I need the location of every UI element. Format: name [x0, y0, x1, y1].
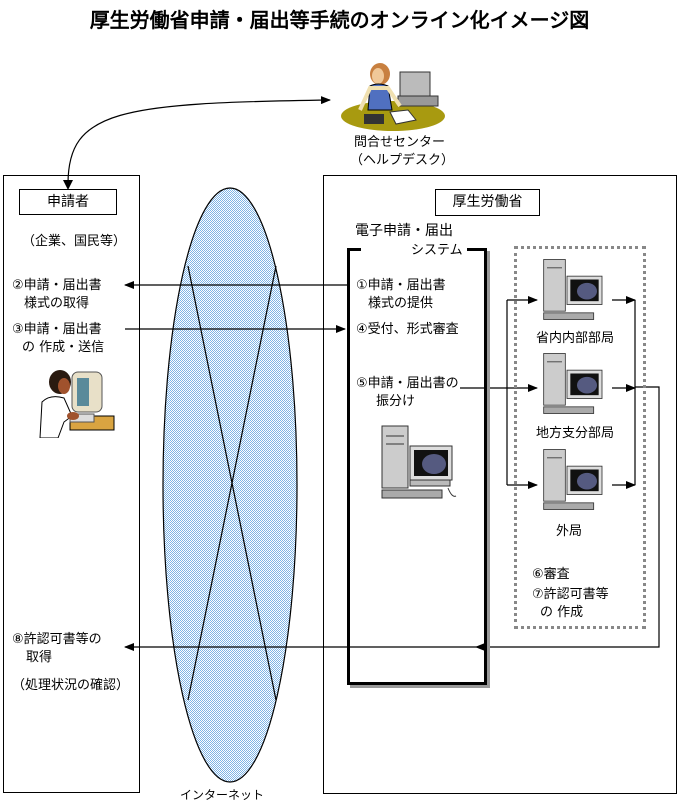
e-application-system-box	[347, 248, 487, 685]
step3-label-1: ③申請・届出書	[12, 322, 102, 337]
applicant-header: 申請者	[19, 189, 117, 215]
internet-ellipse	[162, 187, 298, 783]
helpdesk-operator-icon	[341, 63, 445, 131]
dept-1-label: 省内内部部局	[536, 331, 615, 346]
applicant-person-computer-icon	[39, 370, 115, 438]
step3-label-2: の 作成・送信	[22, 340, 105, 355]
system-title-1: 電子申請・届出	[355, 223, 453, 239]
dept-3-computer-icon	[543, 449, 603, 510]
system-server-computer-icon	[381, 425, 457, 499]
helpdesk-label-2: （ヘルプデスク）	[350, 153, 455, 168]
status-check-label: （処理状況の確認）	[12, 678, 130, 693]
step5-label-1: ⑤申請・届出書の	[356, 376, 459, 391]
step7-label-2: の 作成	[540, 605, 584, 620]
system-title-2: システム	[411, 243, 463, 258]
step5-label-2: 振分け	[376, 394, 416, 409]
helpdesk-arrow-down-head	[63, 180, 73, 190]
internet-label: インターネット	[180, 788, 265, 802]
step4-label: ④受付、形式審査	[356, 322, 459, 337]
dept-2-label: 地方支分部局	[536, 426, 615, 441]
diagram-title: 厚生労働省申請・届出等手続のオンライン化イメージ図	[89, 8, 590, 32]
departments-group	[514, 246, 646, 629]
dept-1-computer-icon	[543, 259, 603, 320]
internet-cross-line-b	[187, 265, 277, 701]
step7-label-1: ⑦許認可書等	[532, 587, 609, 602]
return-path	[475, 386, 660, 651]
dept-3-label: 外局	[556, 524, 583, 539]
step2-label-1: ②申請・届出書	[12, 278, 102, 293]
step8-label-2: 取得	[26, 650, 53, 665]
step6-label: ⑥審査	[532, 567, 570, 582]
dept-2-computer-icon	[543, 353, 603, 414]
applicant-subtitle: （企業、国民等）	[22, 234, 127, 249]
step2-label-2: 様式の取得	[24, 296, 90, 311]
ministry-header: 厚生労働省	[435, 189, 540, 216]
step1-label-1: ①申請・届出書	[356, 278, 446, 293]
helpdesk-label-1: 問合せセンター	[354, 135, 446, 150]
helpdesk-arrow	[67, 96, 331, 185]
ministry-panel	[323, 175, 677, 794]
step8-label-1: ⑧許認可書等の	[12, 632, 102, 647]
applicant-panel	[3, 175, 140, 793]
step1-label-2: 様式の提供	[368, 296, 434, 311]
